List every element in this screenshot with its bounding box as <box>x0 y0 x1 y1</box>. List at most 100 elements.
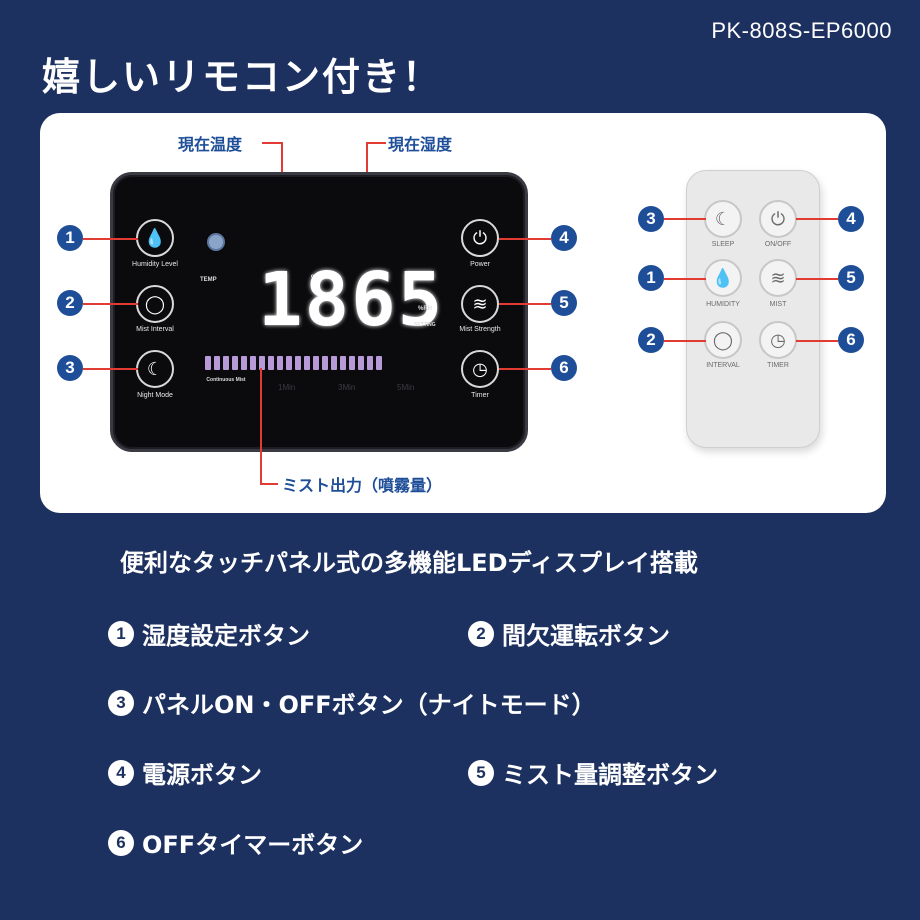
panel-caption: Timer <box>471 392 489 399</box>
led-display-panel <box>110 172 528 452</box>
callout-current-humidity: 現在湿度 <box>388 135 453 154</box>
callout-line <box>796 218 838 220</box>
callout-line <box>796 278 838 280</box>
setting-tag: SETTING <box>414 322 436 328</box>
interval-icon: ◯ <box>712 329 734 351</box>
mist-interval-button[interactable]: ◯ <box>136 285 174 323</box>
callout-line <box>260 483 278 485</box>
power-icon: ⏻ <box>770 208 786 230</box>
timer-icon: ◷ <box>472 358 488 380</box>
timer-icon: ◷ <box>770 329 786 351</box>
badge-3: 3 <box>57 355 83 381</box>
callout-line <box>366 142 386 144</box>
feature-text: 間欠運転ボタン <box>502 622 670 650</box>
badge-5: 5 <box>551 290 577 316</box>
power-button[interactable]: ⏻ <box>461 219 499 257</box>
callout-line <box>83 368 138 370</box>
interval-icon: ◯ <box>144 293 166 315</box>
callout-line <box>664 218 706 220</box>
mist-icon: ≋ <box>770 267 786 289</box>
water-drop-icon: 💧 <box>143 227 167 249</box>
remote-caption: HUMIDITY <box>706 301 740 308</box>
celsius-unit: °C <box>310 274 322 285</box>
callout-line <box>796 340 838 342</box>
feature-number: 3 <box>108 689 134 716</box>
mist-mark-1: 1Min <box>278 383 296 392</box>
remote-power-button[interactable]: ⏻ <box>759 200 797 238</box>
feature-number: 4 <box>108 759 134 786</box>
callout-line <box>664 278 706 280</box>
feature-item: 4 電源ボタン <box>108 755 262 790</box>
callout-line <box>262 142 282 144</box>
segment-display: 1865 <box>258 257 445 343</box>
remote-caption: SLEEP <box>711 241 735 248</box>
feature-item: 2 間欠運転ボタン <box>468 616 670 651</box>
remote-sleep-button[interactable]: ☾ <box>704 200 742 238</box>
sensor-icon <box>207 233 225 251</box>
remote-badge-5: 5 <box>838 265 864 291</box>
callout-mist-output: ミスト出力（噴霧量） <box>282 476 443 495</box>
badge-6: 6 <box>551 355 577 381</box>
timer-button[interactable]: ◷ <box>461 350 499 388</box>
feature-item: 5 ミスト量調整ボタン <box>468 755 718 790</box>
callout-line <box>499 238 551 240</box>
remote-humidity-button[interactable]: 💧 <box>704 259 742 297</box>
callout-line <box>499 303 551 305</box>
model-code: PK-808S-EP6000 <box>711 18 892 43</box>
remote-badge-3: 3 <box>638 206 664 232</box>
feature-text: 電源ボタン <box>142 761 262 789</box>
feature-number: 2 <box>468 620 494 647</box>
rh-tag: %RH <box>418 306 433 312</box>
panel-caption: Humidity Level <box>132 261 178 268</box>
humidity-level-button[interactable]: 💧 <box>136 219 174 257</box>
callout-line <box>83 238 138 240</box>
remote-badge-6: 6 <box>838 327 864 353</box>
remote-badge-4: 4 <box>838 206 864 232</box>
feature-title: 便利なタッチパネル式の多機能LEDディスプレイ搭載 <box>120 549 698 577</box>
remote-mist-button[interactable]: ≋ <box>759 259 797 297</box>
remote-caption: MIST <box>769 301 787 308</box>
mist-strength-button[interactable]: ≋ <box>461 285 499 323</box>
mist-mark-3: 3Min <box>338 383 356 392</box>
continuous-mist-label: Continuous Mist <box>206 377 246 383</box>
feature-text: ミスト量調整ボタン <box>502 761 718 789</box>
power-icon: ⏻ <box>472 227 488 249</box>
badge-1: 1 <box>57 225 83 251</box>
feature-item: 3 パネルON・OFFボタン（ナイトモード） <box>108 685 596 720</box>
callout-line <box>664 340 706 342</box>
panel-caption: Mist Interval <box>136 326 174 333</box>
remote-badge-1: 1 <box>638 265 664 291</box>
panel-caption: Power <box>470 261 490 268</box>
moon-icon: ☾ <box>714 208 732 230</box>
feature-item: 1 湿度設定ボタン <box>108 616 310 651</box>
panel-caption: Mist Strength <box>459 326 501 333</box>
feature-number: 6 <box>108 829 134 856</box>
callout-line <box>83 303 138 305</box>
badge-2: 2 <box>57 290 83 316</box>
mist-icon: ≋ <box>472 293 488 315</box>
callout-line <box>260 368 262 484</box>
remote-caption: TIMER <box>767 362 789 369</box>
temp-tag: TEMP <box>200 277 217 283</box>
mist-mark-5: 5Min <box>397 383 415 392</box>
remote-interval-button[interactable]: ◯ <box>704 321 742 359</box>
callout-line <box>499 368 551 370</box>
feature-text: パネルON・OFFボタン（ナイトモード） <box>142 691 596 719</box>
mist-level-bar <box>205 356 382 370</box>
remote-caption: ON/OFF <box>764 241 792 248</box>
callout-current-temp: 現在温度 <box>178 135 243 154</box>
feature-item: 6 OFFタイマーボタン <box>108 825 363 860</box>
feature-number: 1 <box>108 620 134 647</box>
moon-icon: ☾ <box>146 358 164 380</box>
feature-text: OFFタイマーボタン <box>142 831 364 859</box>
badge-4: 4 <box>551 225 577 251</box>
remote-caption: INTERVAL <box>706 362 740 369</box>
headline: 嬉しいリモコン付き！ <box>42 55 443 99</box>
feature-text: 湿度設定ボタン <box>142 622 310 650</box>
water-drop-icon: 💧 <box>711 267 735 289</box>
night-mode-button[interactable]: ☾ <box>136 350 174 388</box>
panel-caption: Night Mode <box>137 392 173 399</box>
feature-number: 5 <box>468 759 494 786</box>
remote-timer-button[interactable]: ◷ <box>759 321 797 359</box>
remote-badge-2: 2 <box>638 327 664 353</box>
